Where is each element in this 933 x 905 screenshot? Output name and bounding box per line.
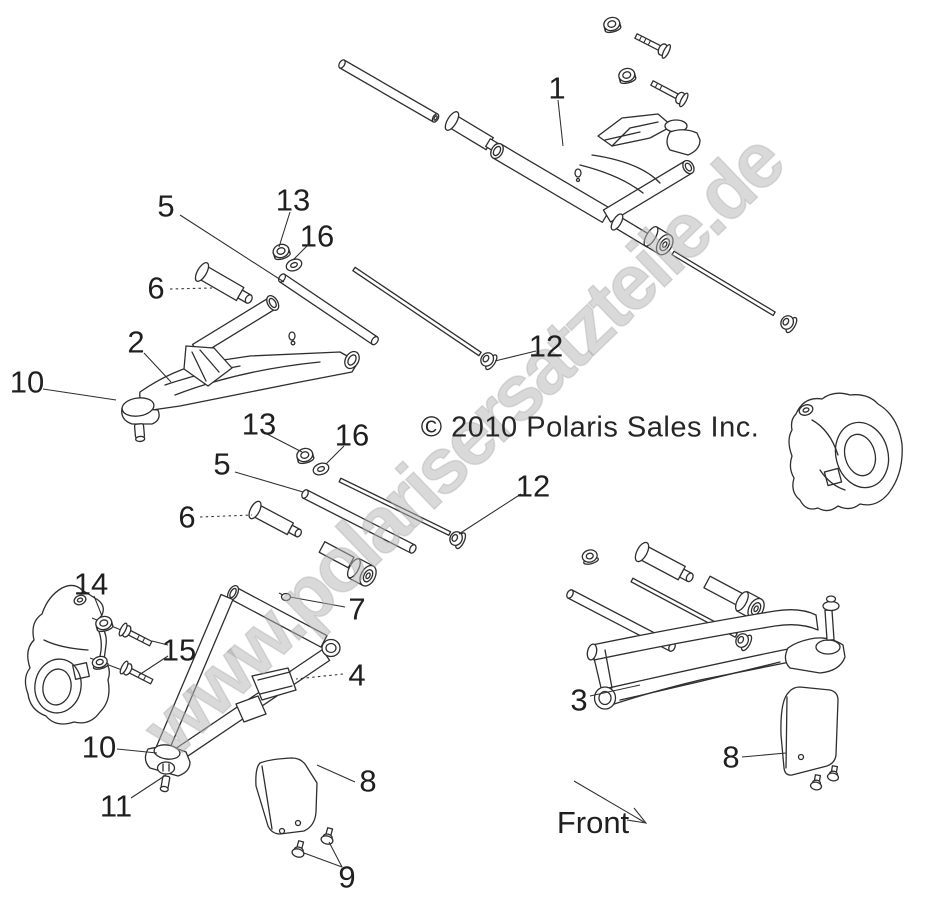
leader-lines [42,99,787,868]
callout-3: 3 [570,682,588,718]
callout-7: 7 [348,591,366,627]
callout-10-upper: 10 [9,364,45,400]
callout-13-upper: 13 [275,182,311,218]
a-arm-part-4 [144,584,341,793]
pivot-tube-5-upper [277,273,379,346]
flange-nut-part1 [780,315,798,334]
callout-6-upper: 6 [147,270,165,306]
pivot-bolt-12-upper [352,266,498,371]
upper-a-arm-part-1 [490,113,798,334]
steering-knuckle-left [24,584,123,725]
bolt-9b [320,827,334,845]
nut-right-group [581,549,599,565]
pivot-bolt-12-lower [338,477,467,550]
callout-16-lower: 16 [334,417,370,453]
callout-11: 11 [99,788,133,824]
callout-14: 14 [73,566,109,602]
callout-10-lower: 10 [81,729,117,765]
a-arm-part-3 [586,595,846,710]
callout-12-upper: 12 [528,328,564,364]
nut-13-upper [272,243,291,261]
callout-13-lower: 13 [241,406,277,442]
callout-5-lower: 5 [213,446,231,482]
fastener-set-top [603,16,689,108]
callout-15: 15 [161,632,197,668]
bushing-6-right [634,541,694,583]
nut-14b [91,655,109,670]
bushing-6-upper [194,261,253,304]
callout-8-left: 8 [359,763,377,799]
guard-plate-8-right [780,686,839,776]
bolt-15b [119,660,154,685]
copyright-notice: © 2010 Polaris Sales Inc. [420,411,760,444]
bolt-15a [118,622,153,647]
callout-8-right: 8 [722,739,740,775]
sleeve-bushing-lower [318,541,377,587]
callout-1: 1 [548,70,566,106]
nut-14 [95,615,114,633]
callout-6-lower: 6 [178,499,196,535]
bolt-plate-right-b [826,765,840,782]
pivot-shaft-tube-upper [338,59,440,123]
nut-13-lower [296,447,315,465]
washer-16-upper [285,258,303,272]
bolt-plate-right-a [809,774,823,791]
steering-knuckle-right [788,392,903,512]
a-arm-part-2 [121,295,360,443]
callout-16-upper: 16 [299,218,335,254]
callout-2: 2 [127,324,145,360]
bolt-9a [291,840,305,858]
front-direction-arrow [573,780,648,824]
pivot-tube-5-lower [301,489,417,554]
washer-16-lower [312,462,330,476]
bushing-6-lower [248,500,303,538]
callout-12-lower: 12 [515,468,551,504]
callout-9: 9 [338,859,356,895]
callout-4: 4 [348,657,366,693]
front-label: Front [556,805,630,840]
guard-plate-8-left [255,757,318,835]
callout-5-upper: 5 [157,188,175,224]
